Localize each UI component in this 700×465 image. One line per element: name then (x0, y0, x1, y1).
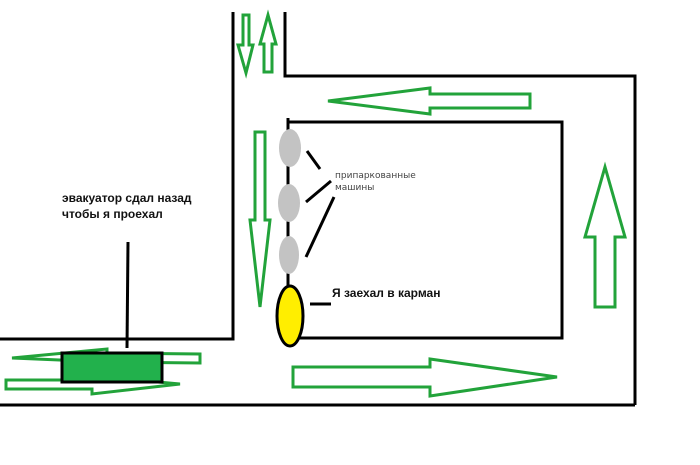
arrow-up-small-icon (258, 9, 278, 74)
parked-car-pointer (305, 150, 322, 170)
parked-cars-label-line1: припаркованные (335, 171, 416, 181)
arrow-down-small-icon (236, 13, 255, 79)
arrow-down-long-icon (248, 130, 272, 308)
parked-car-pointer (304, 196, 336, 258)
parked-car (278, 184, 300, 222)
tow-truck (60, 351, 164, 384)
parked-car-pointer (305, 179, 332, 204)
my-car (275, 284, 305, 348)
road-outer-top-edge (283, 12, 637, 405)
tow-truck-pointer (125, 241, 130, 349)
road-outer-left-edge (0, 12, 235, 341)
my-car-label: Я заехал в карман (332, 286, 440, 300)
arrow-up-right-icon (583, 161, 627, 309)
parked-cars-label-line2: машины (335, 183, 374, 193)
tow-truck-label-line2: чтобы я проехал (62, 207, 163, 221)
parked-car (279, 129, 301, 167)
arrow-left-top-icon (327, 86, 532, 116)
arrow-right-bottom-icon (291, 357, 558, 398)
parked-car (279, 236, 299, 274)
tow-truck-label-line1: эвакуатор сдал назад (62, 191, 192, 205)
